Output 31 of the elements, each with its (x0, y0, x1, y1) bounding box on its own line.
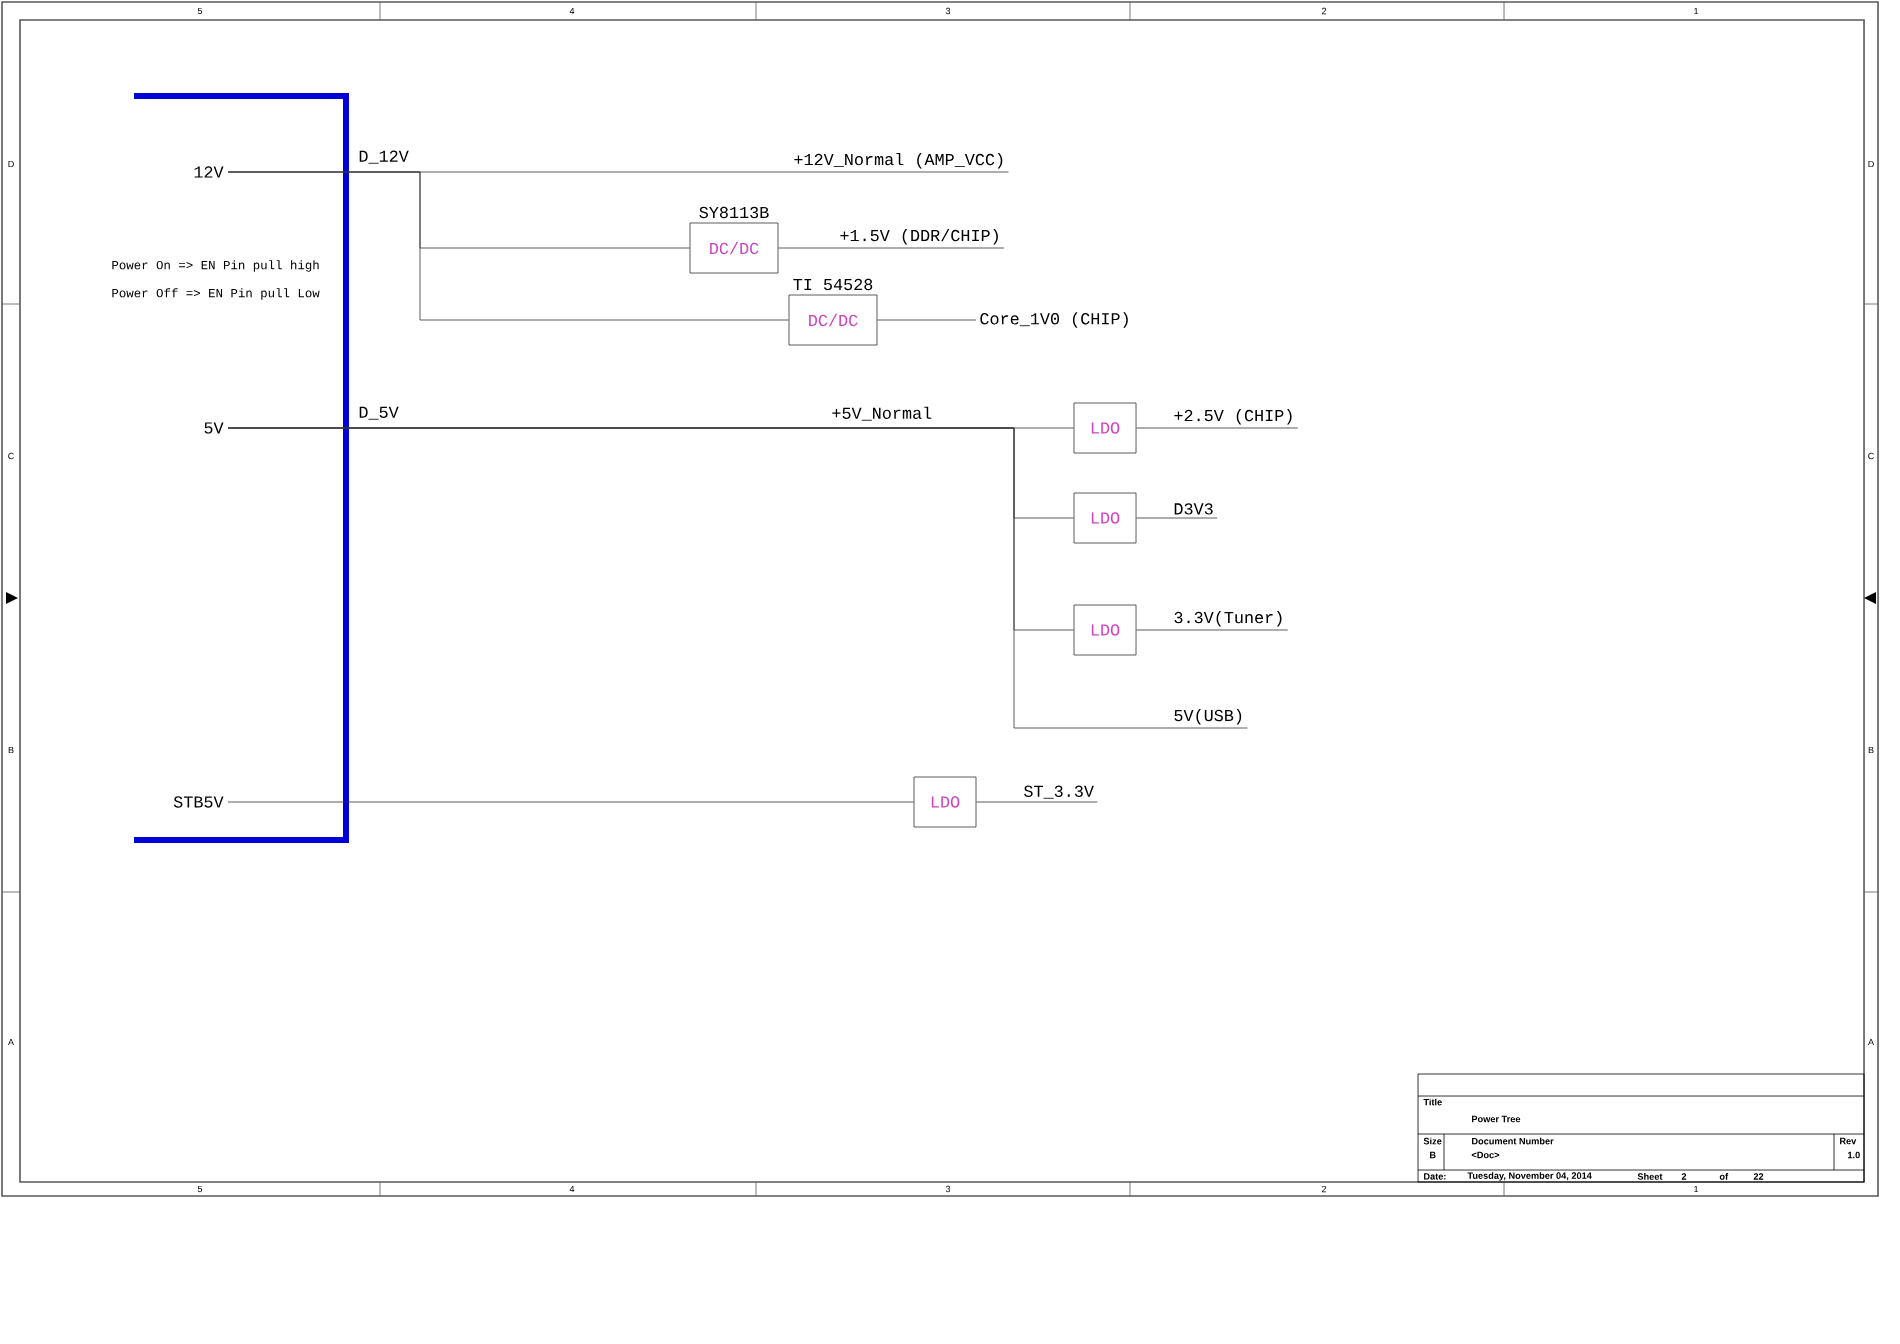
wire (976, 801, 1098, 803)
part-number: TI 54528 (793, 278, 873, 291)
wire (227, 801, 914, 803)
net-label: D_5V (356, 404, 401, 422)
wire (227, 171, 789, 321)
regulator-box: LDO (1073, 604, 1137, 656)
net-label: ST_3.3V (1024, 785, 1094, 799)
net-label: +5V_Normal (832, 406, 932, 421)
net-label: +12V_Normal (AMP_VCC) (794, 152, 1003, 169)
net-label: 5V(USB) (1174, 708, 1242, 725)
wire (227, 427, 1248, 729)
regulator-box: LDO (1073, 492, 1137, 544)
wire (778, 247, 1005, 249)
wire (877, 319, 977, 321)
net-label: +1.5V (DDR/CHIP) (840, 228, 998, 245)
converter-box: DC/DC (788, 294, 878, 346)
net-label: D3V3 (1174, 503, 1213, 515)
wire (1136, 629, 1289, 631)
converter-box: DC/DC (689, 222, 779, 274)
net-label: +2.5V (CHIP) (1174, 408, 1292, 425)
net-label: D_12V (356, 148, 411, 166)
power-input-label: 5V (204, 422, 224, 434)
power-input-label: STB5V (173, 796, 224, 808)
wire (1136, 517, 1218, 519)
regulator-box: LDO (913, 776, 977, 828)
net-label: Core_1V0 (CHIP) (980, 312, 1128, 328)
regulator-box: LDO (1073, 402, 1137, 454)
net-label: 3.3V(Tuner) (1174, 610, 1282, 627)
power-input-label: 12V (194, 166, 224, 178)
part-number: SY8113B (699, 206, 769, 219)
wire (1136, 427, 1299, 429)
